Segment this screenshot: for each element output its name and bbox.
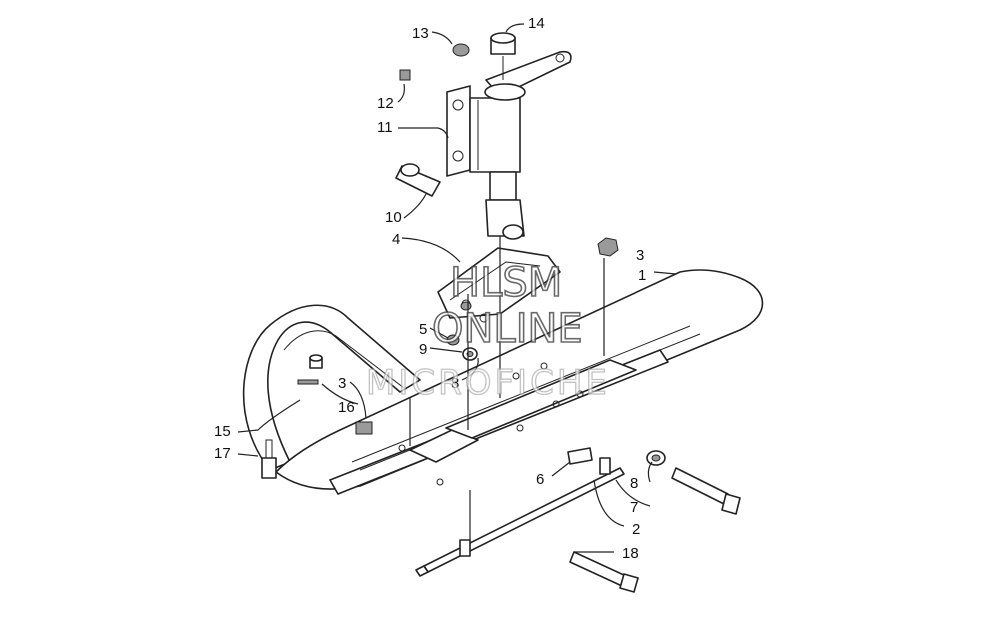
callout-4: 4 [392, 231, 400, 248]
callout-2: 2 [632, 521, 640, 538]
callout-16: 16 [338, 399, 355, 416]
callout-5: 5 [419, 321, 427, 338]
callout-8-left: 8 [451, 375, 459, 392]
callout-12: 12 [377, 95, 394, 112]
callout-15: 15 [214, 423, 231, 440]
spindle-assembly [395, 32, 572, 240]
callout-11: 11 [377, 119, 393, 136]
watermark-line3: MICROFICHE [366, 363, 610, 403]
watermark: HLSM ONLINE MICROFICHE [365, 259, 610, 403]
callout-18: 18 [622, 545, 639, 562]
callout-9: 9 [419, 341, 427, 358]
callout-8-right: 8 [630, 475, 638, 492]
callout-3-left: 3 [338, 375, 346, 392]
callout-7: 7 [630, 499, 638, 516]
callout-14: 14 [528, 15, 545, 32]
watermark-line1: HLSM [450, 260, 562, 306]
callout-17: 17 [214, 445, 231, 462]
callout-6: 6 [536, 471, 544, 488]
callout-1: 1 [638, 267, 646, 284]
watermark-line2: ONLINE [432, 306, 583, 352]
hardware [261, 237, 741, 593]
ski-body [242, 269, 764, 495]
callout-3-top: 3 [636, 247, 644, 264]
callout-labels: 13 14 12 11 10 4 3 1 5 9 8 3 16 15 17 6 … [214, 15, 646, 562]
callout-10: 10 [385, 209, 402, 226]
callout-13: 13 [412, 25, 429, 42]
leader-lines [237, 23, 677, 553]
